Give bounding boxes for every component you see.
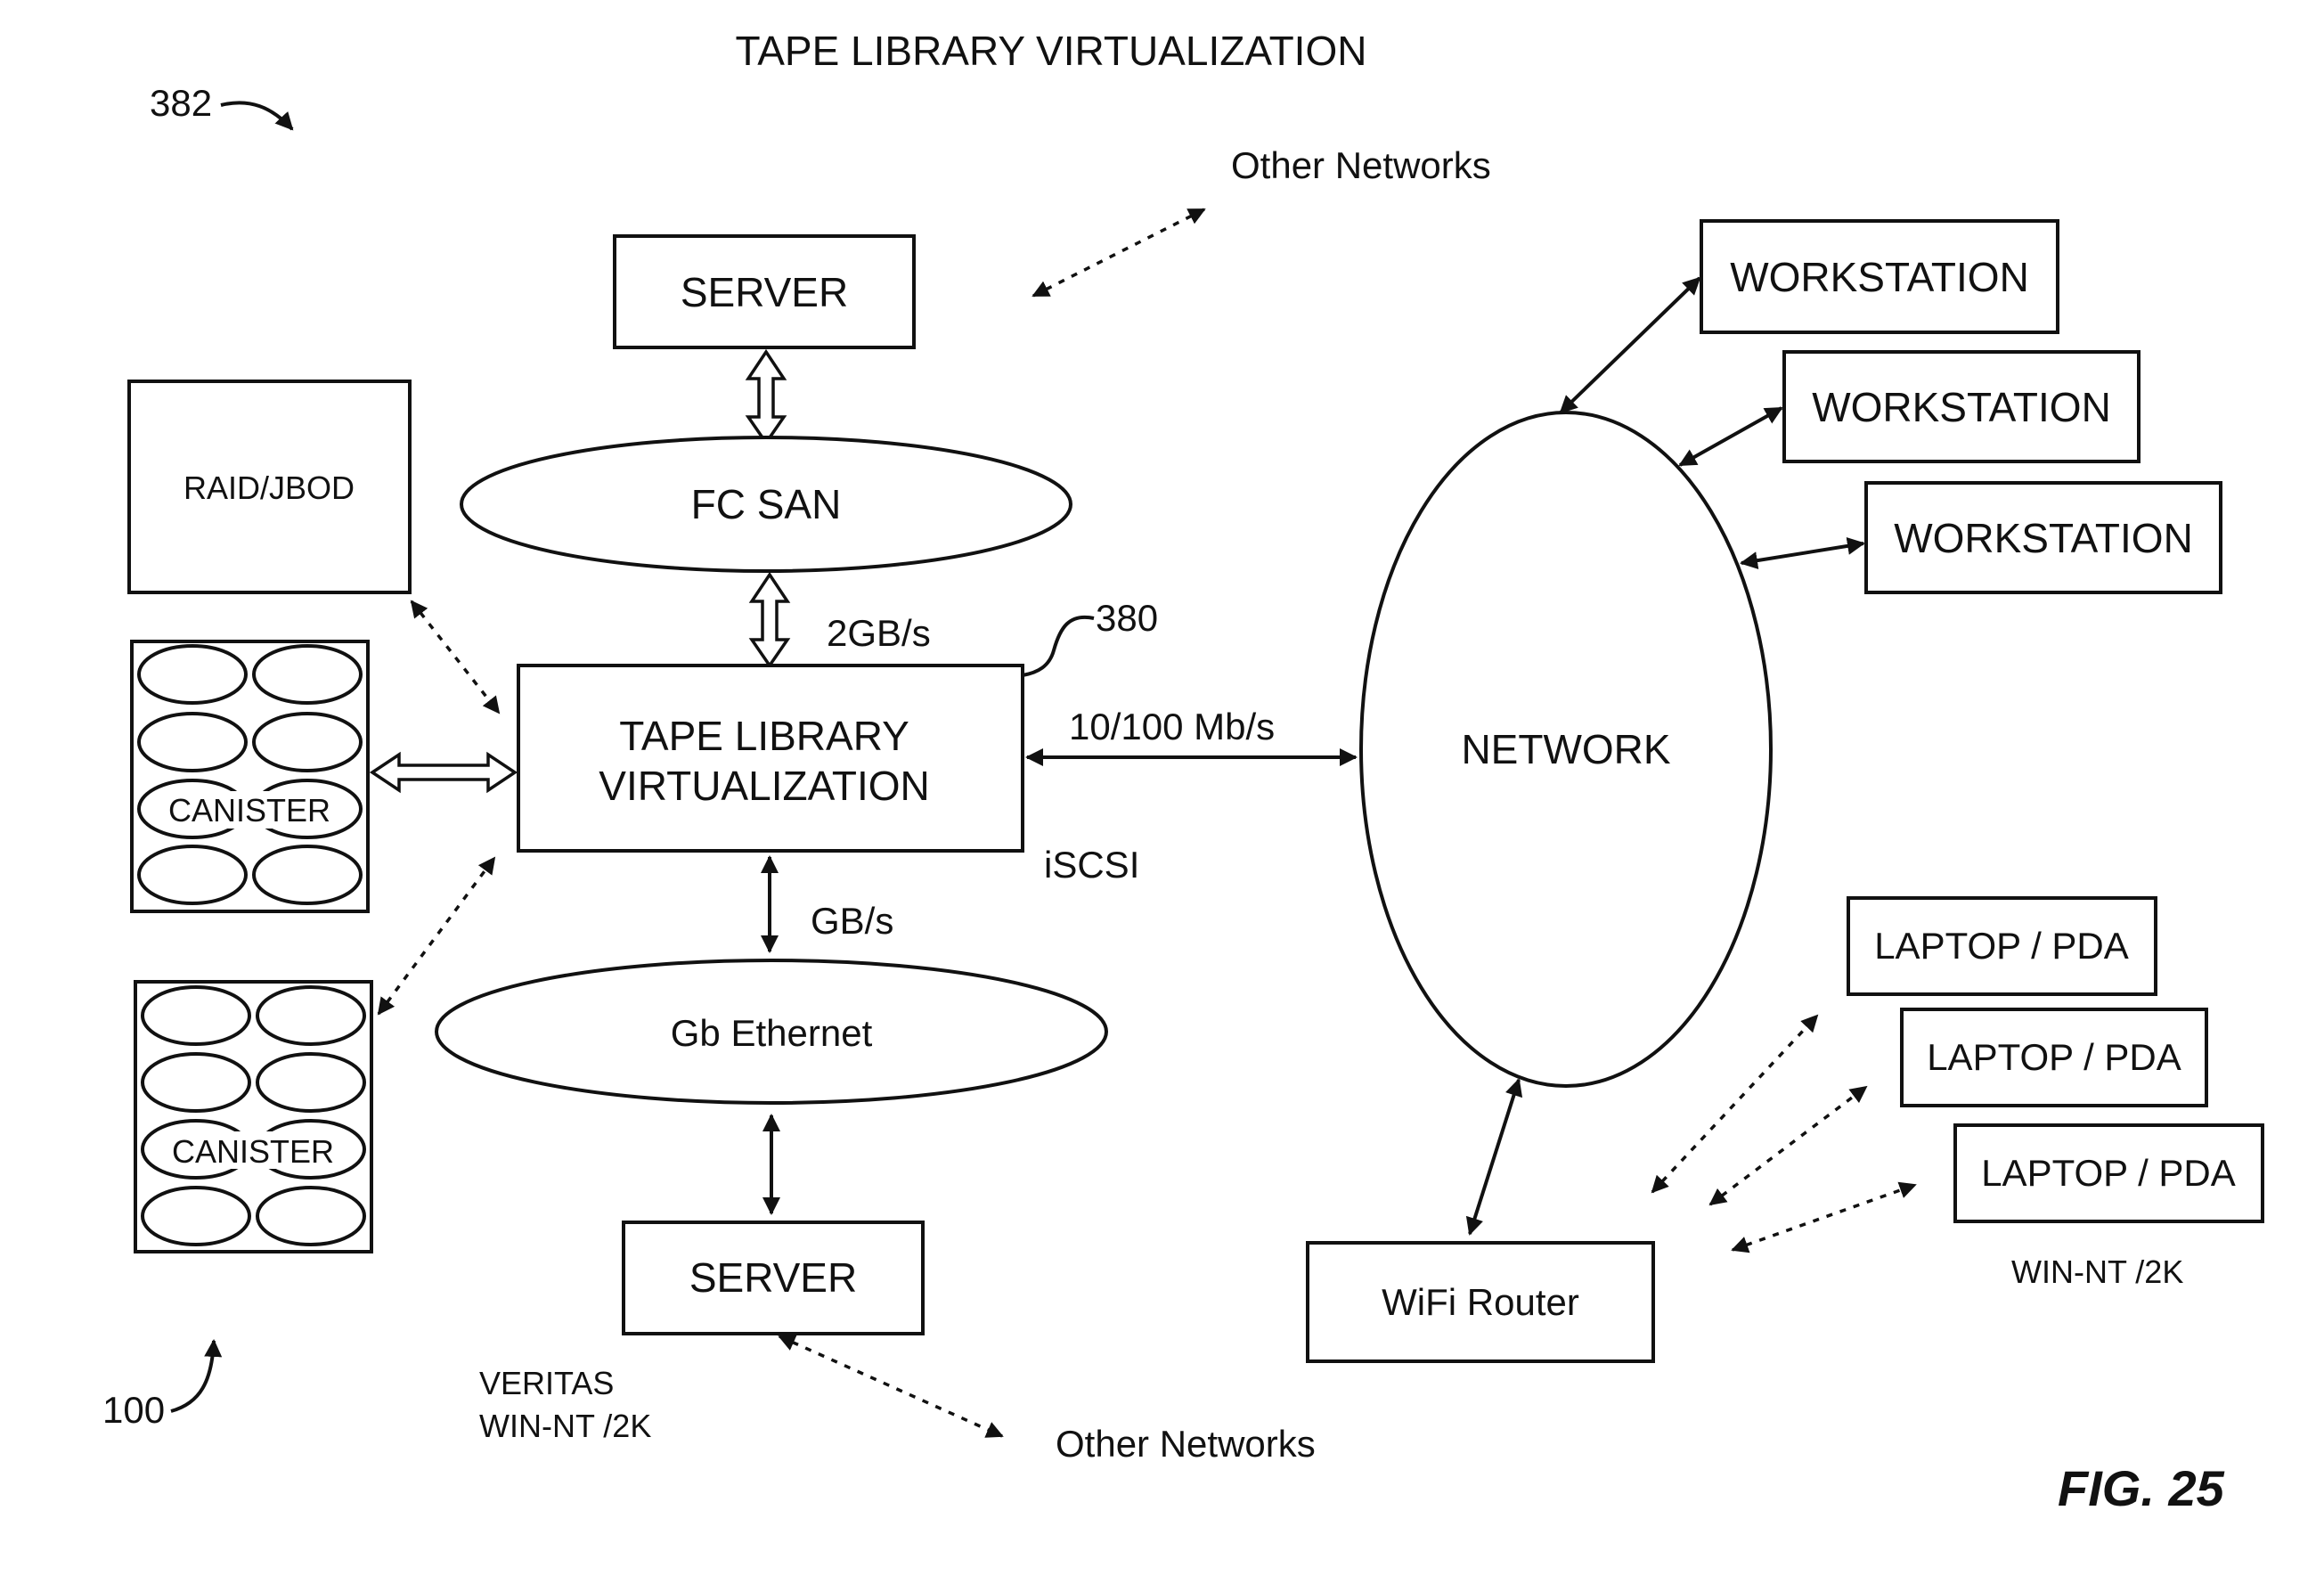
gb-ethernet-label: Gb Ethernet	[671, 1012, 873, 1054]
canister-2-cartridge	[141, 1052, 251, 1113]
server-top-node: SERVER	[613, 234, 916, 349]
ref-label-380: 380	[1096, 597, 1158, 639]
network-protocol-label: iSCSI	[1044, 844, 1139, 886]
workstation-2-node: WORKSTATION	[1782, 350, 2141, 463]
fc-san-oval	[460, 436, 1072, 573]
raid-jbod-label: RAID/JBOD	[183, 469, 355, 506]
canister-1-cartridge	[252, 644, 363, 705]
server-bottom-box	[622, 1221, 925, 1335]
workstation-3-box	[1864, 481, 2222, 594]
gb-ethernet-node: Gb Ethernet	[435, 959, 1108, 1105]
gb-ethernet-oval	[435, 959, 1108, 1105]
other-networks-bottom-link	[778, 1335, 1004, 1438]
laptop-1-box	[1847, 896, 2157, 996]
network-node: NETWORK	[1359, 411, 1773, 1088]
diagram-title: TAPE LIBRARY VIRTUALIZATION	[736, 28, 1367, 74]
canister-1-cartridge	[137, 644, 248, 705]
laptop-os-label: WIN-NT /2K	[2011, 1253, 2183, 1290]
ref-label-100: 100	[102, 1389, 165, 1431]
other-networks-bottom-label: Other Networks	[1056, 1423, 1316, 1465]
fc-speed-label: 2GB/s	[827, 612, 931, 654]
network-workstation-1-link	[1559, 276, 1701, 414]
server-bottom-label: SERVER	[689, 1254, 857, 1301]
laptop-3-label: LAPTOP / PDA	[1981, 1152, 2236, 1194]
laptop-1-label: LAPTOP / PDA	[1874, 925, 2129, 967]
network-wifi-router-link	[1465, 1078, 1523, 1236]
canister-2-label: CANISTER	[172, 1133, 334, 1170]
raid-jbod-node: RAID/JBOD	[127, 380, 412, 594]
canister-1-label-bg	[169, 791, 330, 829]
raid-tape-library-link	[410, 600, 501, 714]
server-top-label: SERVER	[681, 269, 848, 315]
server-fcsan-link	[745, 348, 787, 446]
server-os-line2: WIN-NT /2K	[479, 1408, 651, 1444]
server-bottom-node: SERVER	[622, 1221, 925, 1335]
server-os-line1: VERITAS	[479, 1365, 614, 1401]
canister-1-tape-library-link	[369, 751, 518, 794]
laptop-1-node: LAPTOP / PDA	[1847, 896, 2157, 996]
fc-san-node: FC SAN	[460, 436, 1072, 573]
laptop-2-box	[1900, 1008, 2208, 1107]
ref-100-pointer	[170, 1339, 223, 1413]
canister-2-cartridge	[256, 1186, 366, 1246]
workstation-3-label: WORKSTATION	[1894, 515, 2193, 561]
canister-1-cartridge	[137, 845, 248, 905]
canister-2-cartridge	[256, 985, 366, 1046]
laptop-2-label: LAPTOP / PDA	[1927, 1036, 2181, 1078]
wifi-router-label: WiFi Router	[1382, 1281, 1579, 1323]
ethernet-speed-label: GB/s	[811, 900, 893, 942]
canister-1-label: CANISTER	[168, 792, 330, 829]
workstation-1-node: WORKSTATION	[1700, 219, 2059, 334]
tape-library-label-line2: VIRTUALIZATION	[599, 763, 929, 809]
workstation-3-node: WORKSTATION	[1864, 481, 2222, 594]
canister-2-cartridge	[141, 1186, 251, 1246]
canister-2-tape-library-link	[377, 856, 496, 1016]
canister-2-cartridge	[141, 985, 251, 1046]
canister-1-cartridge	[137, 712, 248, 772]
raid-jbod-box	[127, 380, 412, 594]
fc-san-label: FC SAN	[691, 481, 842, 527]
canister-2-node: CANISTER	[134, 980, 373, 1253]
wifi-laptop-3-link	[1731, 1181, 1917, 1253]
wifi-laptop-1-link	[1651, 1014, 1819, 1194]
other-networks-top-label: Other Networks	[1231, 144, 1491, 186]
tape-library-box	[517, 664, 1024, 853]
figure-label: FIG. 25	[2058, 1460, 2225, 1516]
tape-library-label-line1: TAPE LIBRARY	[619, 713, 909, 759]
network-workstation-2-link	[1678, 406, 1783, 467]
canister-2-label-bg	[173, 1131, 333, 1169]
canister-1-node: CANISTER	[130, 640, 370, 913]
network-label: NETWORK	[1461, 726, 1670, 772]
canister-1-cartridge	[252, 845, 363, 905]
laptop-2-node: LAPTOP / PDA	[1900, 1008, 2208, 1107]
network-speed-label: 10/100 Mb/s	[1069, 706, 1275, 747]
laptop-3-box	[1953, 1123, 2264, 1223]
laptop-3-node: LAPTOP / PDA	[1953, 1123, 2264, 1223]
workstation-2-label: WORKSTATION	[1812, 384, 2111, 430]
workstation-1-box	[1700, 219, 2059, 334]
workstation-2-box	[1782, 350, 2141, 463]
canister-2-cartridge	[256, 1052, 366, 1113]
other-networks-top-link	[1032, 208, 1206, 298]
server-top-box	[613, 234, 916, 349]
fcsan-tape-library-link	[748, 571, 791, 669]
canister-1-cartridge	[252, 712, 363, 772]
network-workstation-3-link	[1740, 536, 1865, 570]
ref-380-pointer	[1022, 615, 1095, 677]
ref-label-382: 382	[150, 82, 212, 124]
tape-library-virtualization-node: TAPE LIBRARY VIRTUALIZATION	[517, 664, 1024, 853]
wifi-router-node: WiFi Router	[1306, 1241, 1655, 1363]
workstation-1-label: WORKSTATION	[1730, 254, 2029, 300]
wifi-router-box	[1306, 1241, 1655, 1363]
ref-382-pointer	[220, 101, 294, 131]
